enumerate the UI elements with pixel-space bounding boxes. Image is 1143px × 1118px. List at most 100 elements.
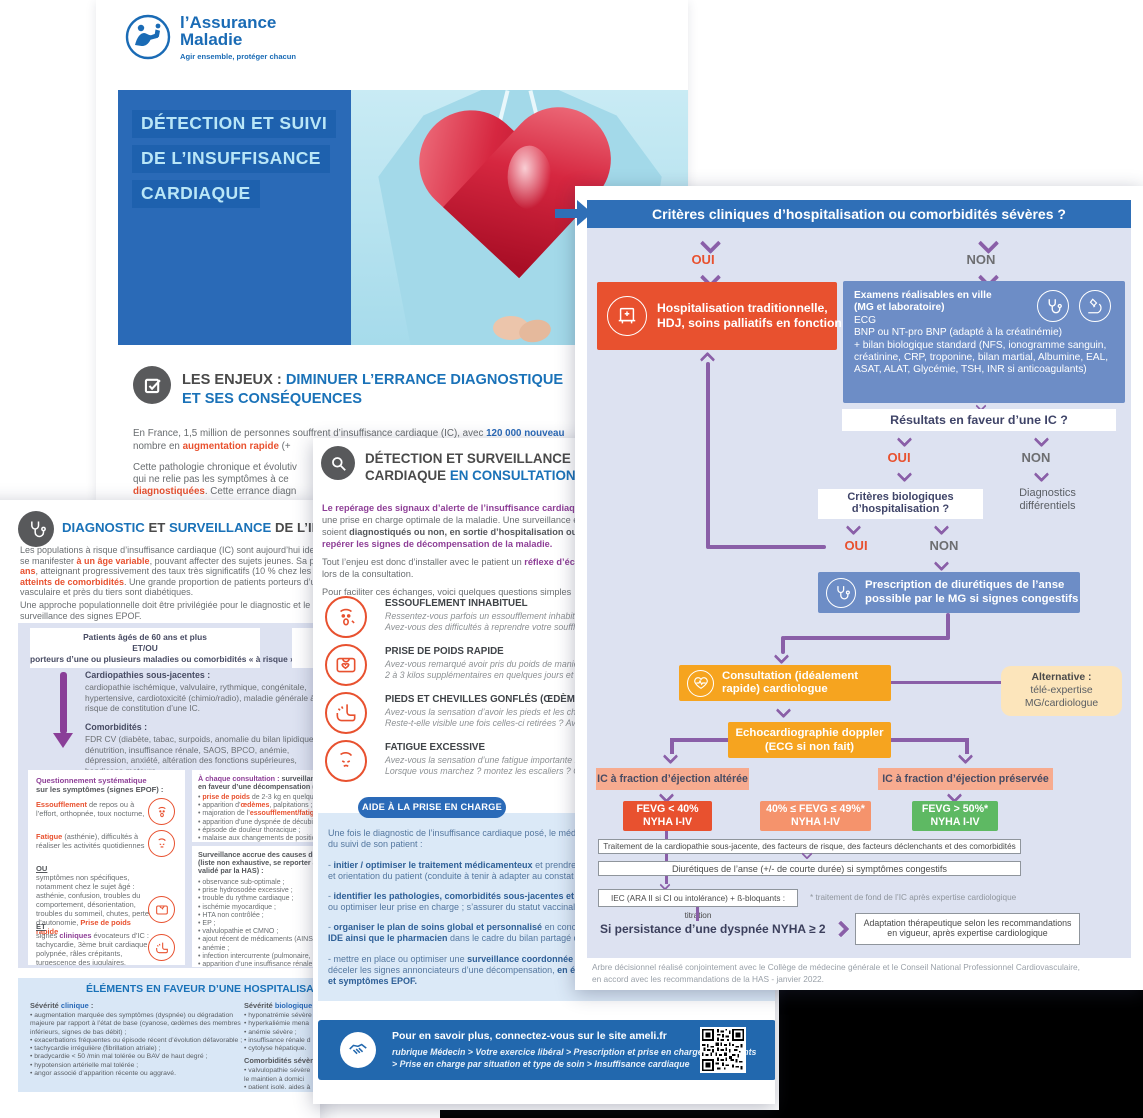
page-diagnostic: DIAGNOSTIC ET SURVEILLANCE DE L’INSUFFIS… xyxy=(0,500,320,1118)
resultats-box: Résultats en faveur d’une IC ? xyxy=(842,409,1116,431)
persistance-label: Si persistance d’une dyspnée NYHA ≥ 2 xyxy=(600,922,826,936)
flow-connector xyxy=(670,738,674,754)
branch-non-label: NON xyxy=(966,252,996,267)
enjeux-title-line2: ET SES CONSÉQUENCES xyxy=(182,391,363,407)
severite-biologique-title: Sévérité biologique : xyxy=(244,1001,317,1010)
flow-connector xyxy=(891,738,967,742)
cardiopathies-title: Cardiopathies sous-jacentes : xyxy=(85,670,211,680)
breathless-face-icon xyxy=(325,596,367,638)
magnifier-icon xyxy=(321,446,355,480)
hero-title-line-1: DÉTECTION ET SUIVI xyxy=(132,110,337,138)
criteres-non: NON xyxy=(929,538,959,553)
hospital-icon xyxy=(607,296,647,336)
fevg-40-49-box: 40% ≤ FEVG ≤ 49%*NYHA I-IV xyxy=(760,801,871,831)
questionnement-ou: OU xyxy=(36,864,48,873)
symptom-question: Avez-vous remarqué avoir pris du poids d… xyxy=(385,659,597,669)
fe-alteree-label: IC à fraction d’éjection altérée xyxy=(596,768,749,790)
enjeux-paragraph-1: En France, 1,5 million de personnes souf… xyxy=(133,428,565,453)
banner-line1: Pour en savoir plus, connectez-vous sur … xyxy=(392,1030,667,1042)
severite-clinique-title: Sévérité clinique : xyxy=(30,1001,94,1010)
consultation-intro-a: Le repérage des signaux d’alerte de l’in… xyxy=(322,503,604,549)
consultation-title-line1: DÉTECTION ET SURVEILLANCE DES S xyxy=(365,451,615,466)
surveillance-causes-bullets: • observance sub-optimale ;• prise hydro… xyxy=(198,879,320,967)
qr-code xyxy=(700,1027,746,1073)
flow-connector xyxy=(696,907,699,921)
background-black-area xyxy=(779,988,1143,1118)
hospitalisation-box: Hospitalisation traditionnelle,HDJ, soin… xyxy=(597,282,842,350)
asterisk-note: * traitement de fond de l’IC après exper… xyxy=(810,893,1017,902)
aide-block-organiser: - organiser le plan de soins global et p… xyxy=(328,922,606,943)
comorbidites-severes-title: Comorbidités sévère xyxy=(244,1056,318,1066)
resultats-oui: OUI xyxy=(887,450,911,465)
hero-title: DÉTECTION ET SUIVI DE L’INSUFFISANCE CAR… xyxy=(132,110,337,215)
stethoscope-icon xyxy=(18,511,54,547)
banner-line2: rubrique Médecin > Votre exercice libéra… xyxy=(392,1047,757,1057)
diagnostic-intro-a: Les populations à risque d’insuffisance … xyxy=(20,545,320,597)
aide-block-surveillance: - mettre en place ou optimiser une surve… xyxy=(328,954,608,986)
hospitalisation-elements-title: ÉLÉMENTS EN FAVEUR D’UNE HOSPITALISAT xyxy=(86,983,320,995)
aide-pill-heading: AIDE À LA PRISE EN CHARGE xyxy=(358,797,506,818)
diagnostic-intro-b: Une approche populationnelle doit être p… xyxy=(20,600,320,621)
surveillance-causes-title: Surveillance accrue des causes décl(list… xyxy=(198,850,320,876)
background-black-strip xyxy=(440,1110,1143,1118)
symptom-title: PRISE DE POIDS RAPIDE xyxy=(385,646,504,657)
symptom-question: Avez-vous la sensation d’une fatigue imp… xyxy=(385,755,597,765)
hospitalisation-elements-box: ÉLÉMENTS EN FAVEUR D’UNE HOSPITALISAT Sé… xyxy=(18,978,320,1092)
flow-connector xyxy=(783,636,950,640)
flow-connector xyxy=(672,738,728,742)
flow-connector xyxy=(665,831,668,839)
aide-block-intro: Une fois le diagnostic de l’insuffisance… xyxy=(328,828,611,849)
assurance-maladie-logo: l’Assurance Maladie Agir ensemble, proté… xyxy=(125,14,296,65)
resultats-non: NON xyxy=(1021,450,1051,465)
microscope-icon xyxy=(1079,290,1111,322)
comorbidites-title: Comorbidités : xyxy=(85,722,148,732)
consultation-intro-b: Tout l’enjeu est donc d’installer avec l… xyxy=(322,557,597,579)
fe-preservee-label: IC à fraction d’éjection préservée xyxy=(878,768,1053,790)
exams-box: Examens réalisables en ville(MG et labor… xyxy=(843,281,1125,403)
decision-header: Critères cliniques d’hospitalisation ou … xyxy=(587,200,1131,228)
flow-connector xyxy=(665,876,668,884)
weight-scale-small-icon xyxy=(148,896,175,923)
traitement-row: Traitement de la cardiopathie sous-jacen… xyxy=(598,839,1021,854)
check-square-icon xyxy=(133,366,171,404)
stethoscope-icon xyxy=(1037,290,1069,322)
tired-face-icon xyxy=(325,740,367,782)
adaptation-box: Adaptation thérapeutique selon les recom… xyxy=(855,913,1080,945)
aide-block-initier: - initier / optimiser le traitement médi… xyxy=(328,860,608,881)
stethoscope-icon xyxy=(826,577,856,608)
hero-title-line-2: DE L’INSUFFISANCE xyxy=(132,145,330,173)
swollen-foot-icon xyxy=(325,692,367,734)
severite-clinique-col: Sévérité clinique : • augmentation marqu… xyxy=(30,1001,242,1089)
diuretiques-row: Diurétiques de l’anse (+/- de courte dur… xyxy=(598,861,1021,876)
questionnement-signes-cliniques: signes cliniques évocateurs d’IC : tachy… xyxy=(36,931,150,965)
heart-pulse-icon xyxy=(687,669,714,697)
criteres-oui: OUI xyxy=(844,538,868,553)
flow-connector xyxy=(708,545,826,549)
severite-biologique-col: Sévérité biologique : • hyponatrémie sév… xyxy=(244,1001,320,1089)
symptom-title: FATIGUE EXCESSIVE xyxy=(385,742,485,753)
questionnement-non-specifiques: symptômes non spécifiques, notamment che… xyxy=(36,873,149,936)
questionnement-et: ET xyxy=(36,922,46,931)
tired-face-small-icon xyxy=(148,830,175,857)
risk-arrow xyxy=(60,672,67,734)
symptom-question: Reste-t-elle visible une fois celles-ci … xyxy=(385,718,603,728)
hero-title-line-3: CARDIAQUE xyxy=(132,180,260,208)
fevg-under-40-box: FEVG < 40%NYHA I-IV xyxy=(623,801,712,831)
branch-oui-label: OUI xyxy=(691,252,715,267)
swollen-ankle-small-icon xyxy=(148,934,175,961)
decision-footnote-2: en accord avec les recommandations de la… xyxy=(592,974,824,984)
decision-footnote-1: Arbre décisionnel réalisé conjointement … xyxy=(592,962,1080,972)
